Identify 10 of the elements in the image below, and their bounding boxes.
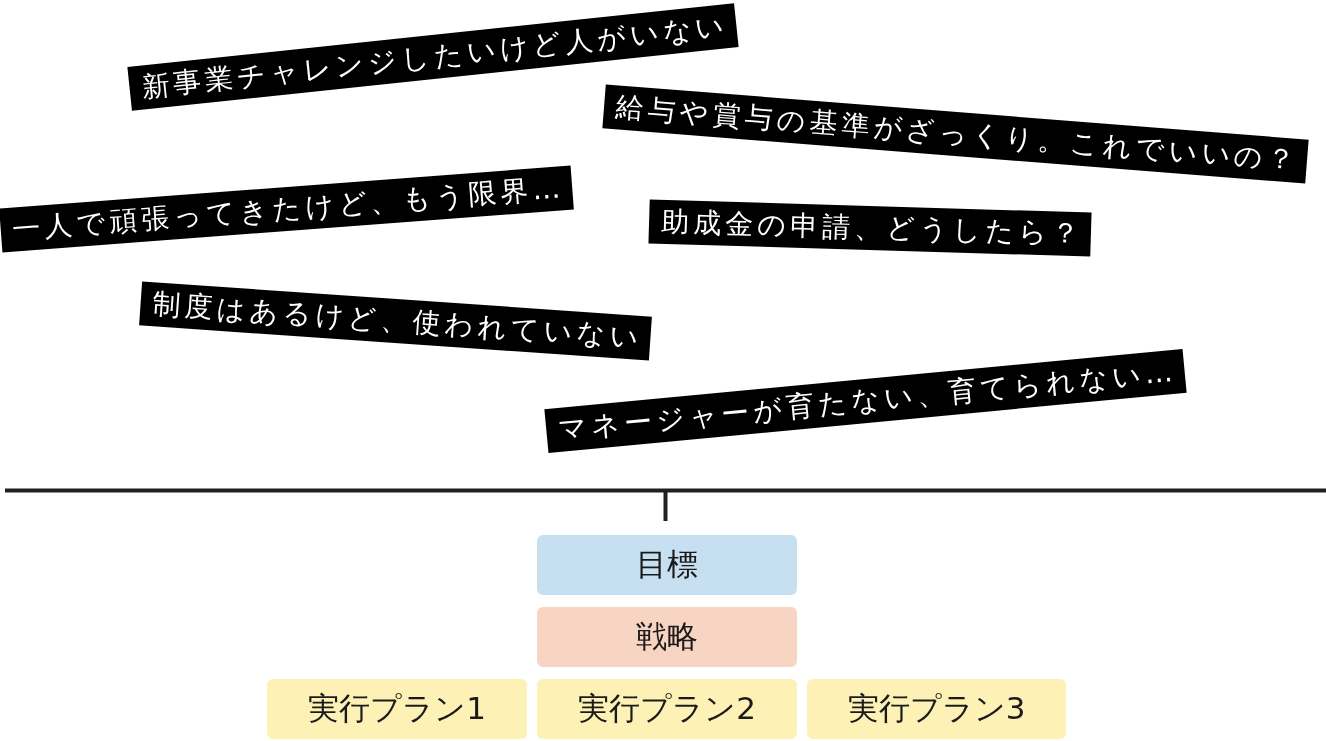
text-banner: 制度はあるけど、使われていない: [139, 281, 653, 361]
label-box: 実行プラン2: [537, 679, 797, 739]
text-banner: 一人で頑張ってきたけど、もう限界…: [0, 165, 574, 253]
label-box: 目標: [537, 535, 797, 595]
label-box: 戦略: [537, 607, 797, 667]
text-banner: マネージャーが育たない、育てられない…: [544, 348, 1188, 454]
text-banner: 助成金の申請、どうしたら？: [648, 199, 1092, 257]
label-box: 実行プラン3: [807, 679, 1066, 739]
text-banner: 給与や賞与の基準がざっくり。これでいいの？: [602, 84, 1309, 184]
label-box: 実行プラン1: [267, 679, 527, 739]
